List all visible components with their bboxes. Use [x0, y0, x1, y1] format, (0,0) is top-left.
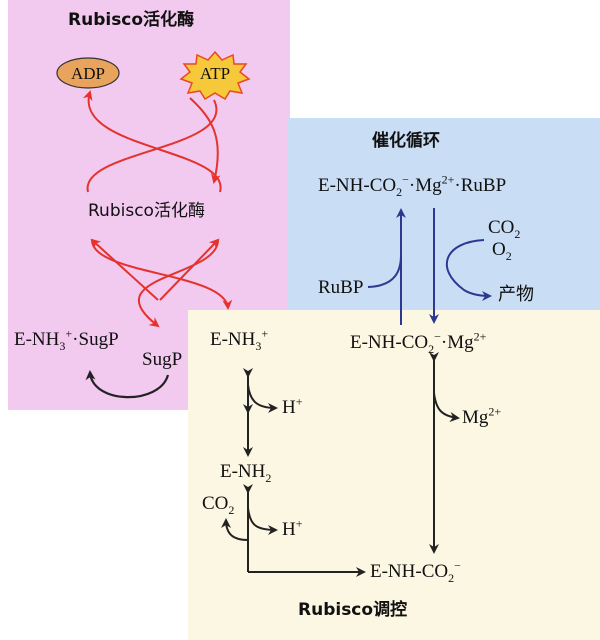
adp-badge-shape: [56, 57, 120, 89]
black-arrow-mg2: [433, 392, 460, 422]
complex-mg-sub: 2: [428, 341, 435, 356]
complex-mg-mid: ·Mg: [440, 332, 474, 353]
hplus-2-base: H: [282, 519, 296, 540]
enh3-label: E-NH3+: [210, 326, 269, 352]
atp-starburst-shape: [179, 50, 251, 101]
enh3-base: E-NH: [210, 329, 256, 350]
enh2-label: E-NH2: [220, 461, 271, 484]
hplus-1-base: H: [282, 397, 296, 418]
co2-left-sub: 2: [228, 502, 235, 517]
enh2-base: E-NH: [220, 461, 266, 482]
co2-label: CO2: [488, 217, 520, 240]
enh3-sugp-tail: ·SugP: [72, 329, 119, 350]
complex-mg-sup1: −: [434, 329, 441, 344]
hplus-1-sup: +: [295, 394, 303, 409]
co2-left-base: CO: [202, 493, 229, 514]
carbamate-sup: −: [454, 558, 461, 573]
hplus-2-sup: +: [295, 516, 303, 531]
hplus-label-2: H+: [282, 516, 303, 540]
complex-rubp-sub: 2: [396, 184, 403, 199]
complex-rubp-base: E-NH-CO: [318, 175, 397, 196]
catalysis-panel-title: 催化循环: [372, 131, 440, 151]
rubp-label: RuBP: [318, 277, 364, 298]
black-arrow-hplus-2: [247, 507, 278, 535]
hplus-label-1: H+: [282, 394, 303, 418]
red-arrow-atp-in: [189, 97, 221, 184]
o2-base: O: [492, 239, 506, 260]
enh3-sugp-label: E-NH3+·SugP: [14, 326, 119, 352]
enh3-sugp-sup: +: [65, 326, 73, 341]
carbamate-sub: 2: [448, 570, 455, 585]
enh2-sub: 2: [265, 470, 272, 485]
complex-mg-base: E-NH-CO: [350, 332, 429, 353]
regulation-panel-title: Rubisco调控: [298, 600, 408, 620]
o2-label: O2: [492, 239, 512, 262]
red-arrow-to-sugp: [138, 239, 219, 328]
atp-label: ATP: [199, 63, 231, 83]
mg2-base: Mg: [462, 407, 489, 428]
red-arrow-up-left: [90, 238, 159, 301]
complex-mg-sup2: 2+: [473, 329, 487, 344]
complex-mg-label: E-NH-CO2−·Mg2+: [350, 329, 487, 355]
co2-base: CO: [488, 217, 515, 238]
red-arrow-to-adp: [82, 90, 222, 193]
adp-label: ADP: [70, 63, 105, 83]
complex-rubp-sup1: −: [402, 172, 409, 187]
complex-rubp-sup2: 2+: [441, 172, 455, 187]
enh3-sub: 3: [255, 338, 262, 353]
sugp-label: SugP: [142, 349, 183, 370]
red-arrow-up-right: [159, 238, 220, 301]
black-arrow-hplus-1: [247, 384, 278, 413]
black-arrow-sugp-return: [85, 370, 170, 399]
activase-panel-title: Rubisco活化酶: [68, 10, 195, 30]
complex-rubp-mid: ·Mg: [408, 175, 442, 196]
blue-arrow-product-out: [445, 239, 492, 301]
blue-arrow-rubp-in: [367, 254, 402, 288]
enh3-sup: +: [261, 326, 269, 341]
red-arrow-to-enh3: [91, 239, 233, 310]
black-arrow-co2-in: [221, 518, 249, 541]
o2-sub: 2: [505, 248, 512, 263]
regulation-panel: [188, 310, 600, 640]
mg2-sup: 2+: [488, 404, 502, 419]
complex-rubp-label: E-NH-CO2−·Mg2+·RuBP: [318, 172, 507, 198]
activase-center-label: Rubisco活化酶: [88, 201, 205, 221]
carbamate-label: E-NH-CO2−: [370, 558, 461, 584]
co2-sub: 2: [514, 226, 521, 241]
enh3-sugp-base: E-NH: [14, 329, 60, 350]
complex-rubp-tail: ·RuBP: [454, 175, 507, 196]
co2-left-label: CO2: [202, 493, 234, 516]
mg2-label: Mg2+: [462, 404, 502, 428]
catalysis-panel: [287, 118, 600, 312]
carbamate-base: E-NH-CO: [370, 561, 449, 582]
enh3-sugp-sub: 3: [59, 338, 66, 353]
product-label: 产物: [498, 284, 534, 305]
